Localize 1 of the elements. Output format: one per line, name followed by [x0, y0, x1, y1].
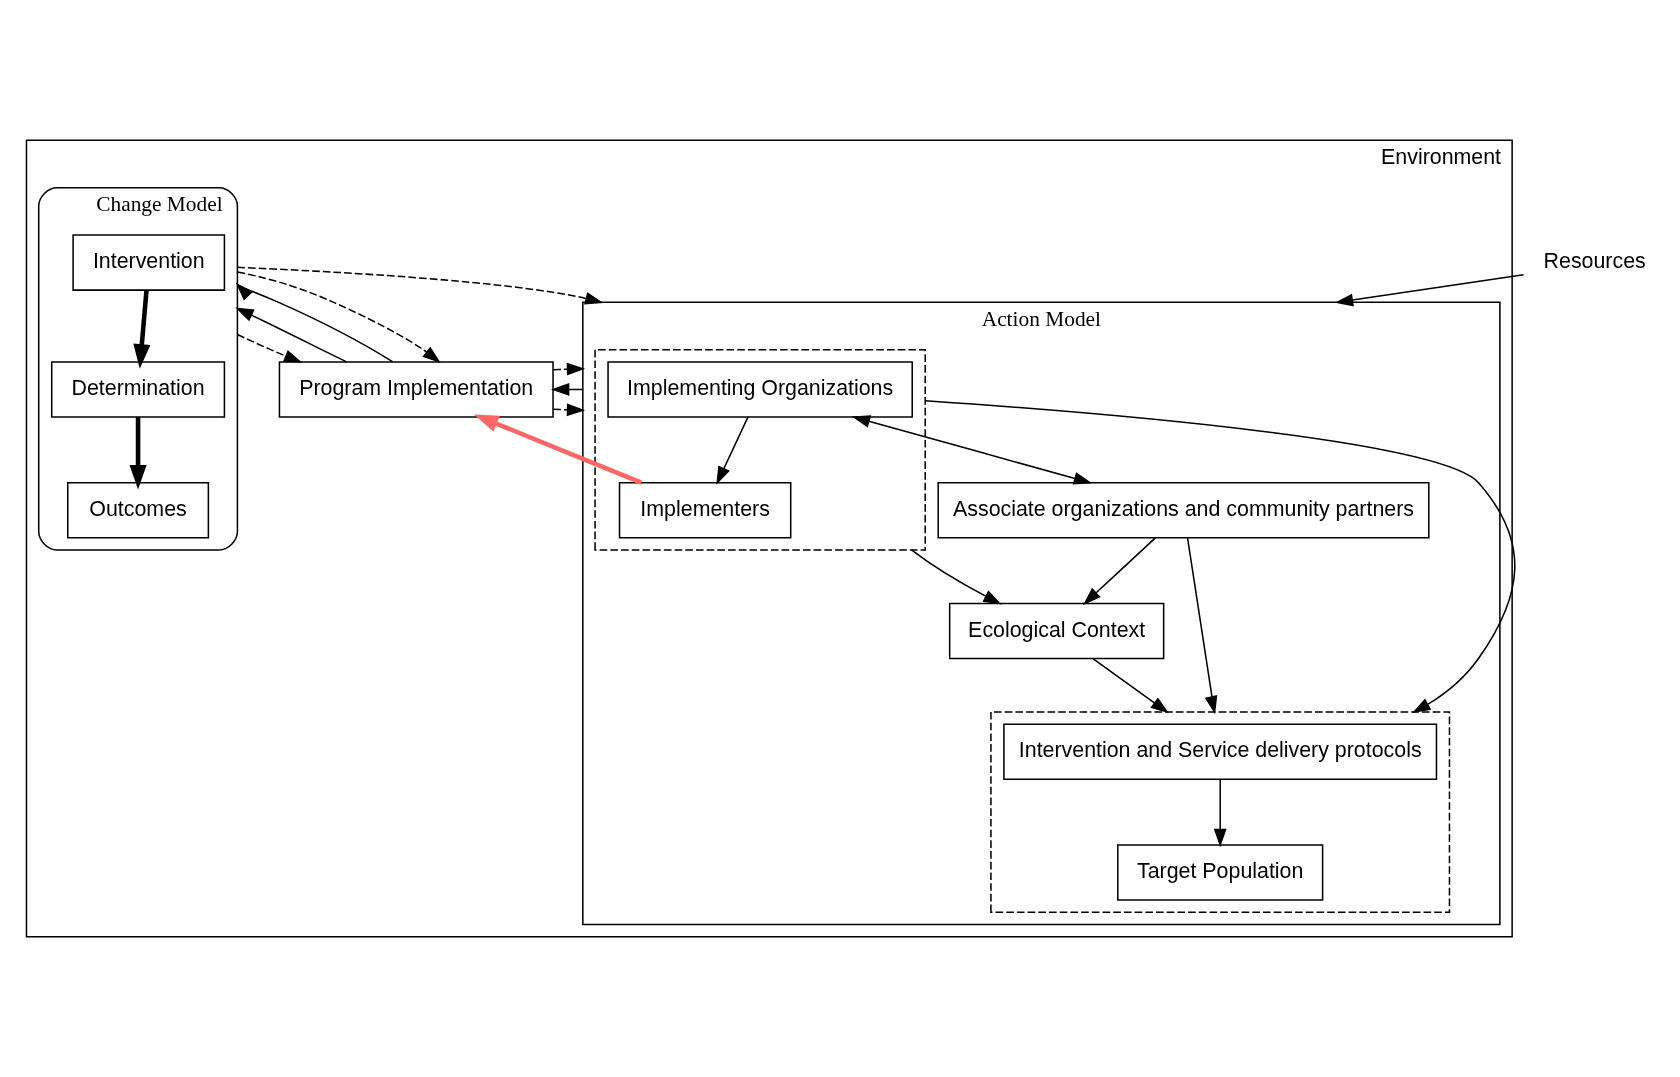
node-text: Resources	[1543, 249, 1646, 274]
